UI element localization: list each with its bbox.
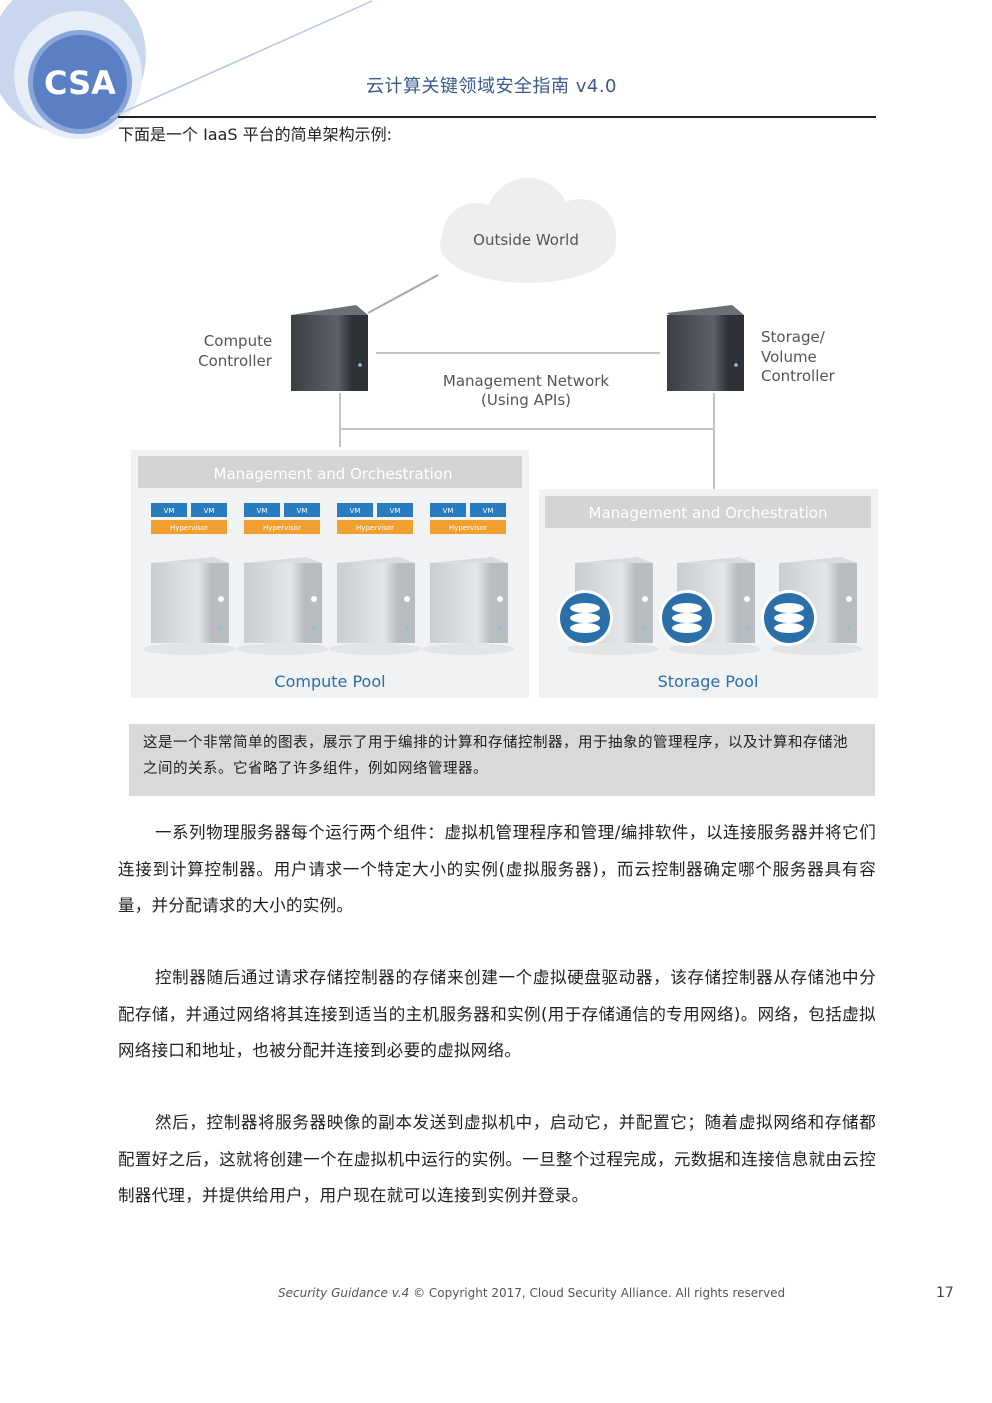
compute-pool-panel: Management and Orchestration VM VM Hypervi… [131,450,529,698]
vm-label: VM [257,507,268,515]
cloud-link-line [367,274,439,314]
hypervisor-label: Hypervisor [170,524,208,532]
network-label-1: Management Network [443,372,610,390]
iaas-architecture-diagram: Outside World Compute Controller Storage… [131,178,878,698]
storage-controller-label-3: Controller [761,367,836,385]
diagram-caption: 这是一个非常简单的图表，展示了用于编排的计算和存储控制器，用于抽象的管理程序，以… [143,735,848,777]
outside-world-cloud: Outside World [440,178,616,283]
vm-label: VM [297,507,308,515]
compute-controller-label-1: Compute [204,332,272,350]
hypervisor-box [430,520,506,534]
storage-controller-server-icon [667,305,744,391]
storage-disk-icon [659,590,715,646]
storage-pool-panel: Management and Orchestration Storage Poo… [539,489,878,698]
compute-controller-server-icon [291,305,368,391]
hypervisor-box [337,520,413,534]
hypervisor-box [151,520,227,534]
storage-controller-label-2: Volume [761,348,817,366]
intro-text: 下面是一个 IaaS 平台的简单架构示例: [118,125,393,144]
paragraph-1: 一系列物理服务器每个运行两个组件：虚拟机管理程序和管理/编排软件，以连接服务器并… [118,823,876,915]
vm-label: VM [390,507,401,515]
compute-controller-label-2: Controller [198,352,273,370]
storage-pool-label: Storage Pool [658,672,759,691]
cloud-label: Outside World [473,231,579,249]
hypervisor-box [244,520,320,534]
vm-label: VM [443,507,454,515]
storage-controller-label-1: Storage/ [761,328,826,346]
hypervisor-label: Hypervisor [449,524,487,532]
paragraph-3: 然后，控制器将服务器映像的副本发送到虚拟机中，启动它，并配置它；随着虚拟网络和存… [118,1113,876,1205]
network-label-2: (Using APIs) [481,391,571,409]
footer-copyright: Security Guidance v.4 © Copyright 2017, … [278,1286,785,1300]
vm-label: VM [483,507,494,515]
vm-box [191,503,227,517]
server-icon [143,557,235,655]
compute-panel-title: Management and Orchestration [214,465,453,483]
footer-text: © Copyright 2017, Cloud Security Allianc… [409,1286,786,1300]
header-divider [118,116,876,118]
logo-text: CSA [44,64,116,102]
vm-label: VM [164,507,175,515]
vm-box [244,503,280,517]
diagram-caption-box: 这是一个非常简单的图表，展示了用于编排的计算和存储控制器，用于抽象的管理程序，以… [129,724,875,796]
server-icon [422,557,514,655]
vm-box [284,503,320,517]
hypervisor-label: Hypervisor [356,524,394,532]
storage-disk-icon [761,590,817,646]
paragraph-2: 控制器随后通过请求存储控制器的存储来创建一个虚拟硬盘驱动器，该存储控制器从存储池… [118,968,876,1060]
vm-box [377,503,413,517]
storage-disk-icon [557,590,613,646]
vm-label: VM [204,507,215,515]
vm-label: VM [350,507,361,515]
server-icon [236,557,328,655]
hypervisor-label: Hypervisor [263,524,301,532]
vm-box [151,503,187,517]
storage-panel-title: Management and Orchestration [589,504,828,522]
footer-italic: Security Guidance v.4 [278,1286,410,1300]
csa-logo: CSA [0,0,373,139]
vm-box [430,503,466,517]
page-number: 17 [936,1285,954,1301]
vm-box [337,503,373,517]
vm-box [470,503,506,517]
server-icon [329,557,421,655]
compute-pool-label: Compute Pool [274,672,385,691]
header-title: 云计算关键领域安全指南 v4.0 [366,76,617,97]
